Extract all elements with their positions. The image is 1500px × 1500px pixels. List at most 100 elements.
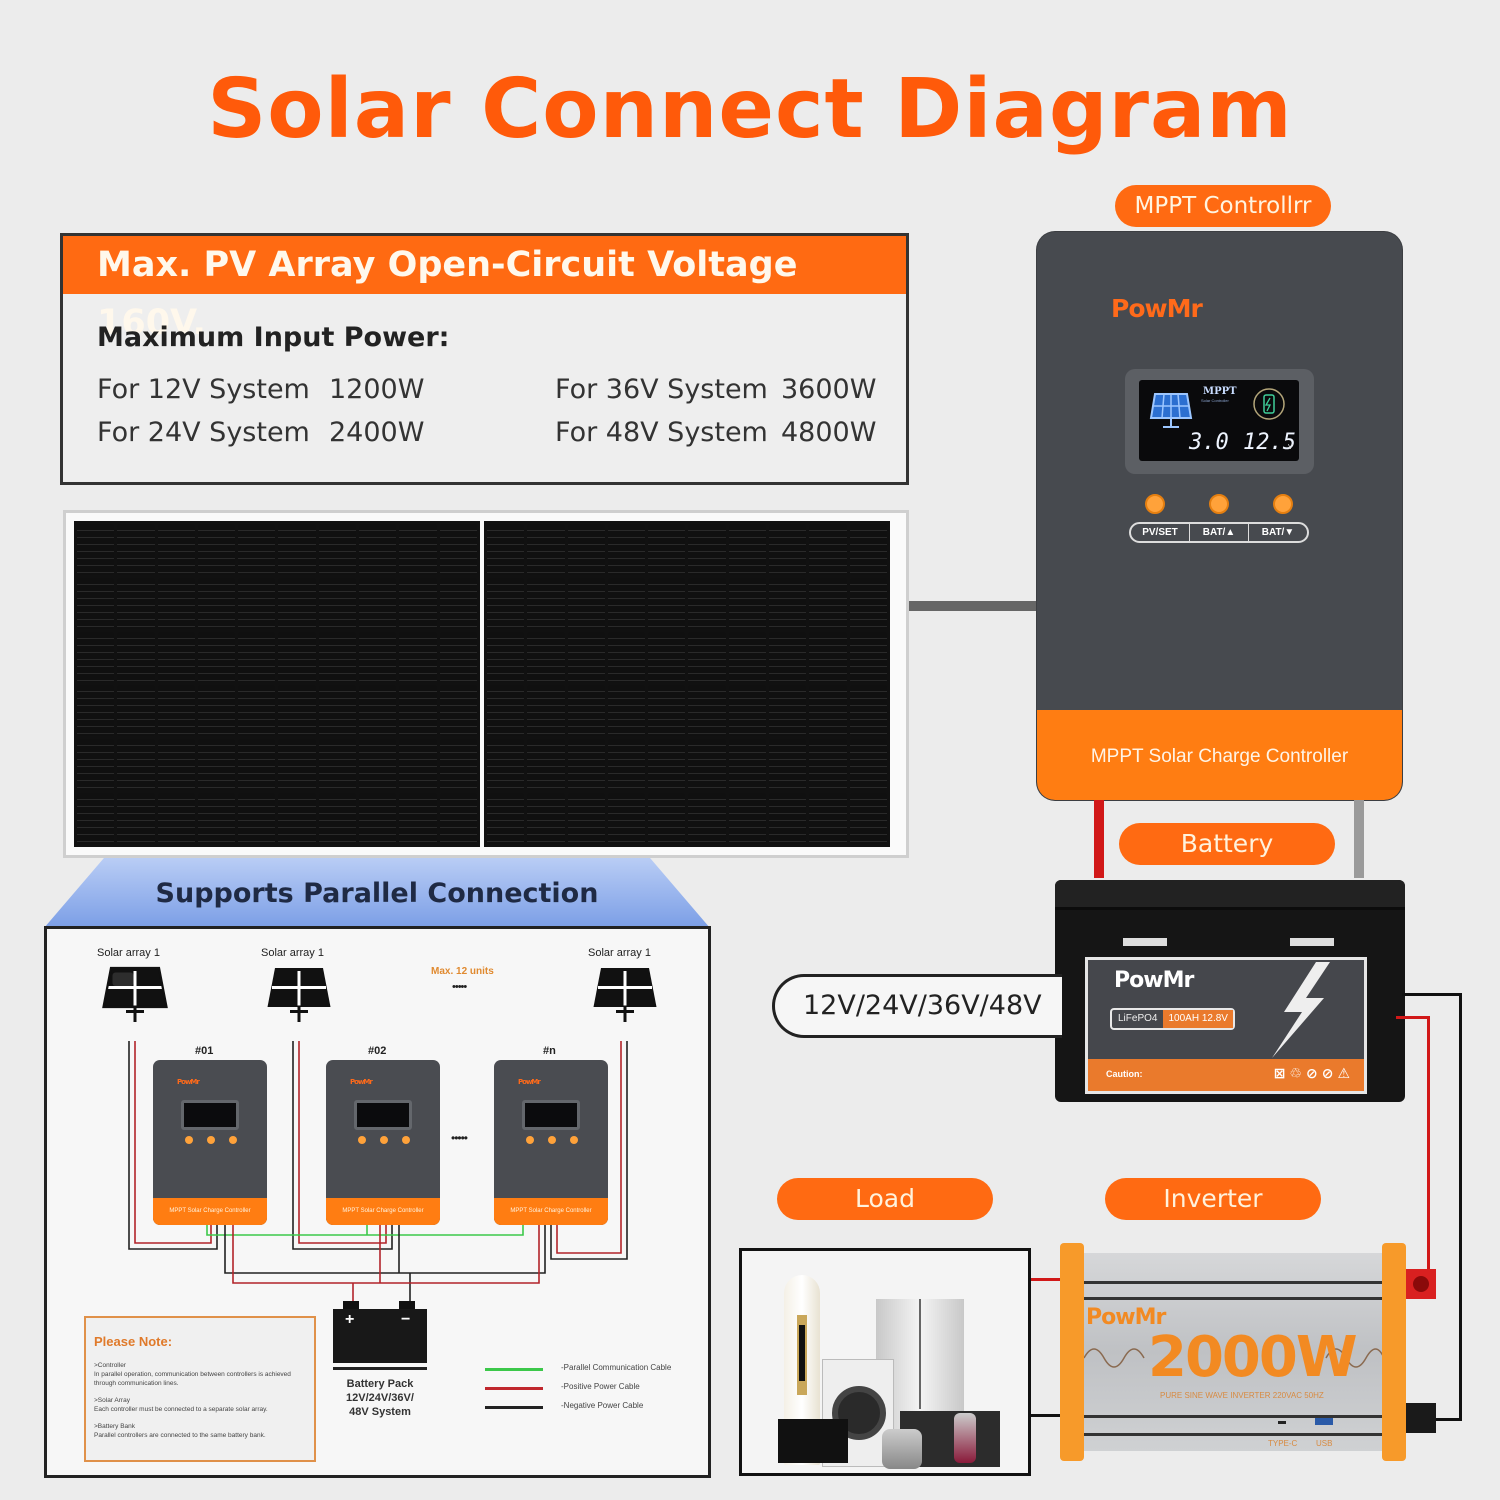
caution-label: Caution: [1106,1069,1143,1079]
usb-port [1315,1418,1333,1425]
solar-panel-icon [1149,393,1193,428]
solar-cell [359,577,397,629]
type-c-port [1278,1421,1286,1424]
mini-footer: MPPT Solar Charge Controller [326,1198,440,1225]
solar-cell [849,739,887,791]
solar-cell [607,685,646,737]
mini-lcd [522,1100,580,1130]
solar-cell [728,685,767,737]
solar-cell [278,577,316,629]
battery-tag: Battery [1119,823,1335,865]
solar-cell [238,631,276,683]
solar-cell [809,524,847,575]
lcd-subtitle: Solar Controller [1201,398,1229,403]
unit-label: #02 [368,1045,387,1057]
note-body: Parallel controllers are connected to th… [94,1432,266,1439]
battery-chemistry: LiFePO4 [1118,1013,1158,1024]
solar-cell [809,577,847,629]
solar-cell [487,631,525,683]
solar-cell [769,739,807,791]
solar-cell [648,631,686,683]
legend-label: -Parallel Communication Cable [561,1363,672,1372]
negative-cable [1459,993,1462,1421]
plus-terminal: + [345,1311,355,1328]
positive-cable [1427,1016,1430,1278]
solar-cell [607,739,646,791]
solar-cell [238,577,276,629]
battery-label-panel: PowMr LiFePO4 100AH 12.8V Caution: ⊠♲⊘⊘⚠ [1085,957,1367,1094]
type-c-label: TYPE-C [1268,1439,1298,1448]
inverter-wattage: 2000W [1148,1325,1358,1390]
spec-row-48v: For 48V System 4800W [555,417,876,448]
solar-cell [77,631,115,683]
solar-cell [688,685,726,737]
solar-cell [769,793,807,844]
solar-cell [238,685,276,737]
battery-lid [1055,880,1405,910]
note-item: >Solar Array Each controller must be con… [94,1396,306,1414]
pv-cable [909,601,1039,611]
solar-cell [157,739,195,791]
negative-cable [1430,1418,1462,1421]
lcd-unit: V [1288,444,1293,451]
solar-cell [728,793,767,844]
page-title: Solar Connect Diagram [207,62,1293,157]
solar-cell [318,685,357,737]
spec-label: For 12V System [97,374,310,405]
solar-cell [769,631,807,683]
positive-cable [1396,1016,1430,1019]
solar-cell [117,685,155,737]
solar-panel-left-half [74,521,480,847]
mini-buttons [185,1136,237,1144]
bat-down-label: BAT/▼ [1261,527,1295,538]
lcd-screen: MPPT Solar Controller 3.0 12.5 V [1139,380,1299,461]
solar-cell [318,577,357,629]
solar-cell [849,631,887,683]
solar-cell [527,631,565,683]
unit-label: #01 [195,1045,214,1057]
solar-cell [359,739,397,791]
solar-cell [487,793,525,844]
power-inverter: PowMr 2000W PURE SINE WAVE INVERTER 220V… [1060,1243,1436,1461]
inverter-body: PowMr 2000W PURE SINE WAVE INVERTER 220V… [1082,1253,1384,1451]
solar-cell [567,524,605,575]
ac-output-cable [1031,1278,1061,1281]
solar-cell [607,793,646,844]
spec-box: Max. PV Array Open-Circuit Voltage 160V.… [60,233,909,485]
unit-label: #n [543,1045,556,1057]
solar-cell [809,631,847,683]
solar-cell [439,577,477,629]
mini-lcd [181,1100,239,1130]
bat-up-button[interactable] [1209,494,1229,514]
controller-tag: MPPT Controllrr [1115,185,1331,227]
usb-label: USB [1316,1439,1333,1448]
more-units-ellipsis: ••••• [452,981,467,993]
solar-cell [439,524,477,575]
battery-pack-line: 48V System [349,1406,411,1418]
solar-cell [197,739,236,791]
tv-icon [778,1419,848,1463]
spec-label: For 36V System [555,374,768,405]
bat-down-button[interactable] [1273,494,1293,514]
inverter-description: PURE SINE WAVE INVERTER 220VAC 50HZ [1160,1391,1324,1400]
solar-cell [769,577,807,629]
solar-cell [77,524,115,575]
solar-cell [849,524,887,575]
solar-cell [399,577,437,629]
solar-cell [567,631,605,683]
solar-cell [278,631,316,683]
sine-wave-icon [1083,1348,1384,1368]
mini-buttons [526,1136,578,1144]
solar-cell [567,739,605,791]
mini-brand: PowMr [518,1078,541,1086]
controller-footer-label: MPPT Solar Charge Controller [1090,746,1349,767]
spec-value: 1200W [329,374,425,405]
solar-cell [439,793,477,844]
solar-array-icon [102,966,168,1022]
inverter-brand-logo: PowMr [1086,1305,1166,1330]
mini-lcd [354,1100,412,1130]
solar-cell [77,685,115,737]
pv-set-button[interactable] [1145,494,1165,514]
negative-cable [1354,800,1364,878]
solar-cell [318,793,357,844]
